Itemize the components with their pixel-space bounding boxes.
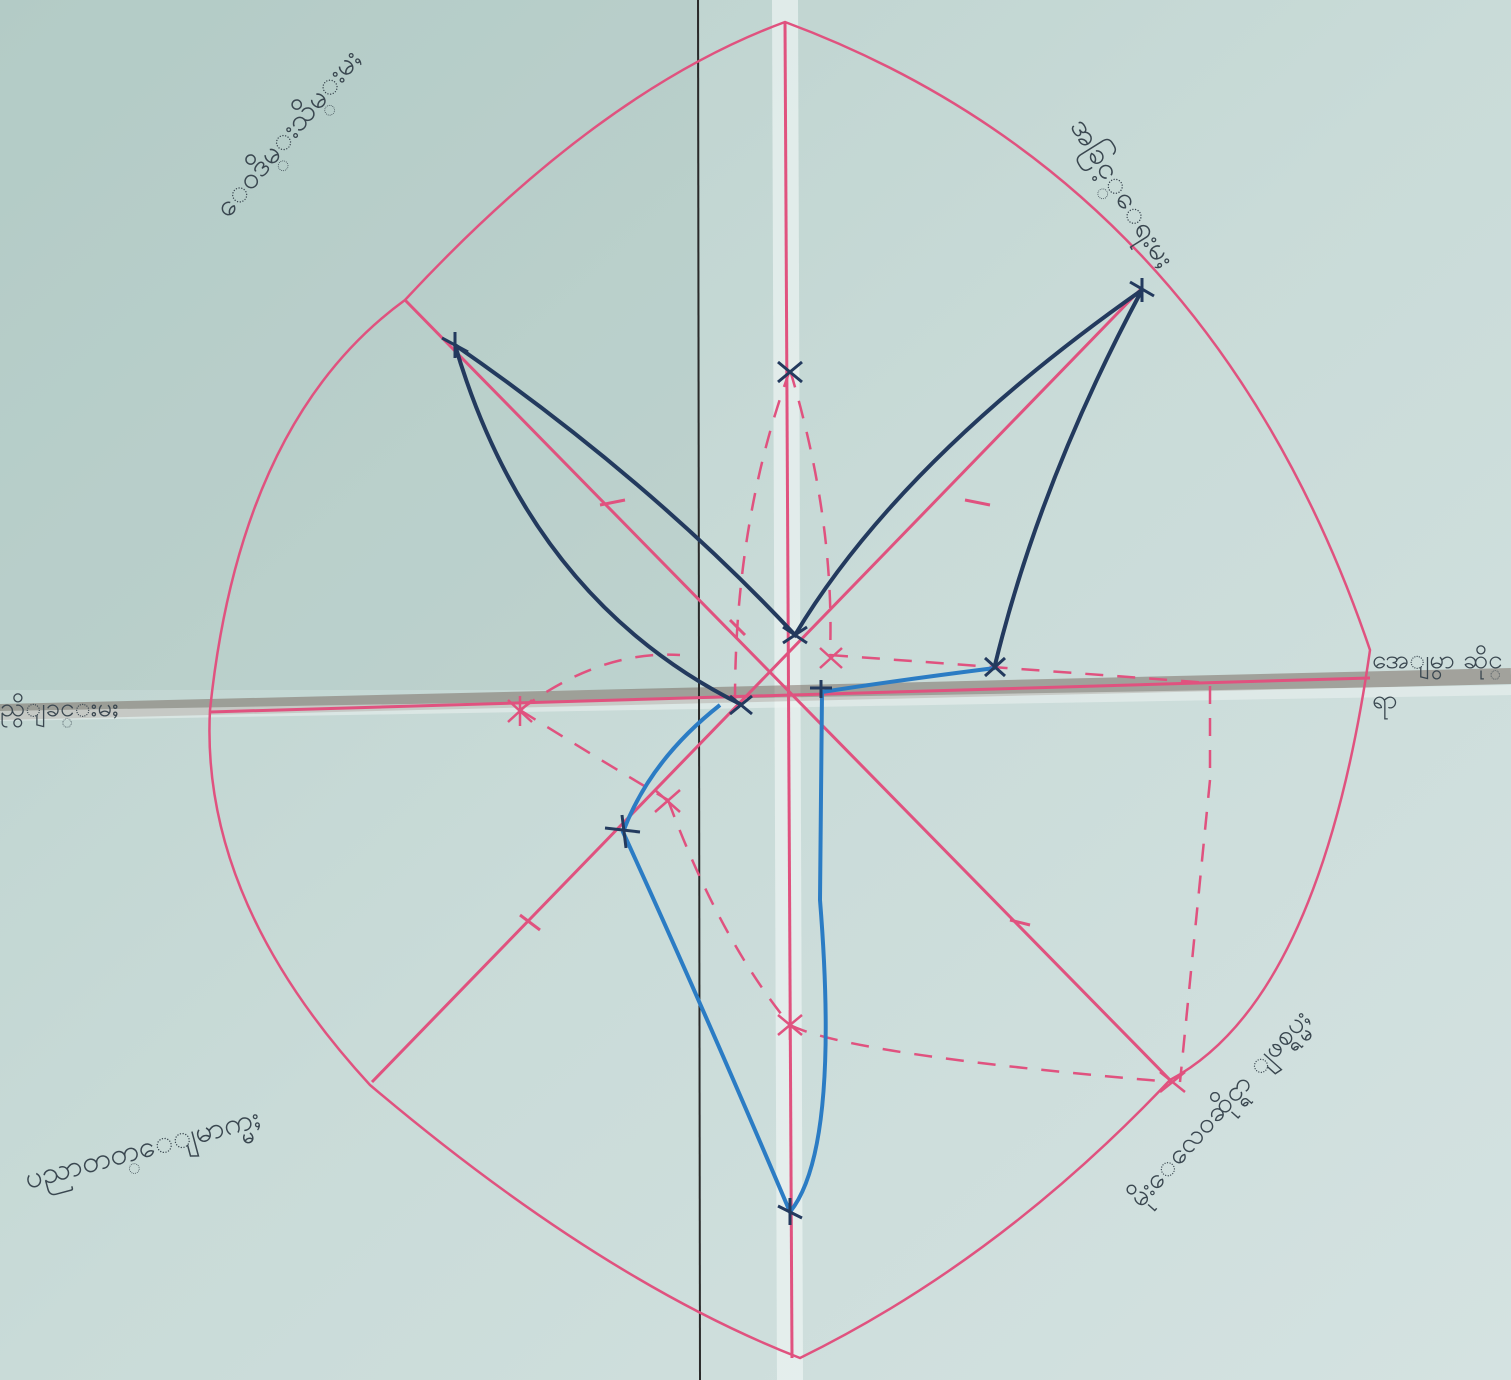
label-left: ညွိျခင္းမႈ [0, 690, 119, 729]
paper-shade [0, 0, 700, 690]
label-right: အေျမွာ ဆိုင္ရာ [1372, 640, 1507, 720]
